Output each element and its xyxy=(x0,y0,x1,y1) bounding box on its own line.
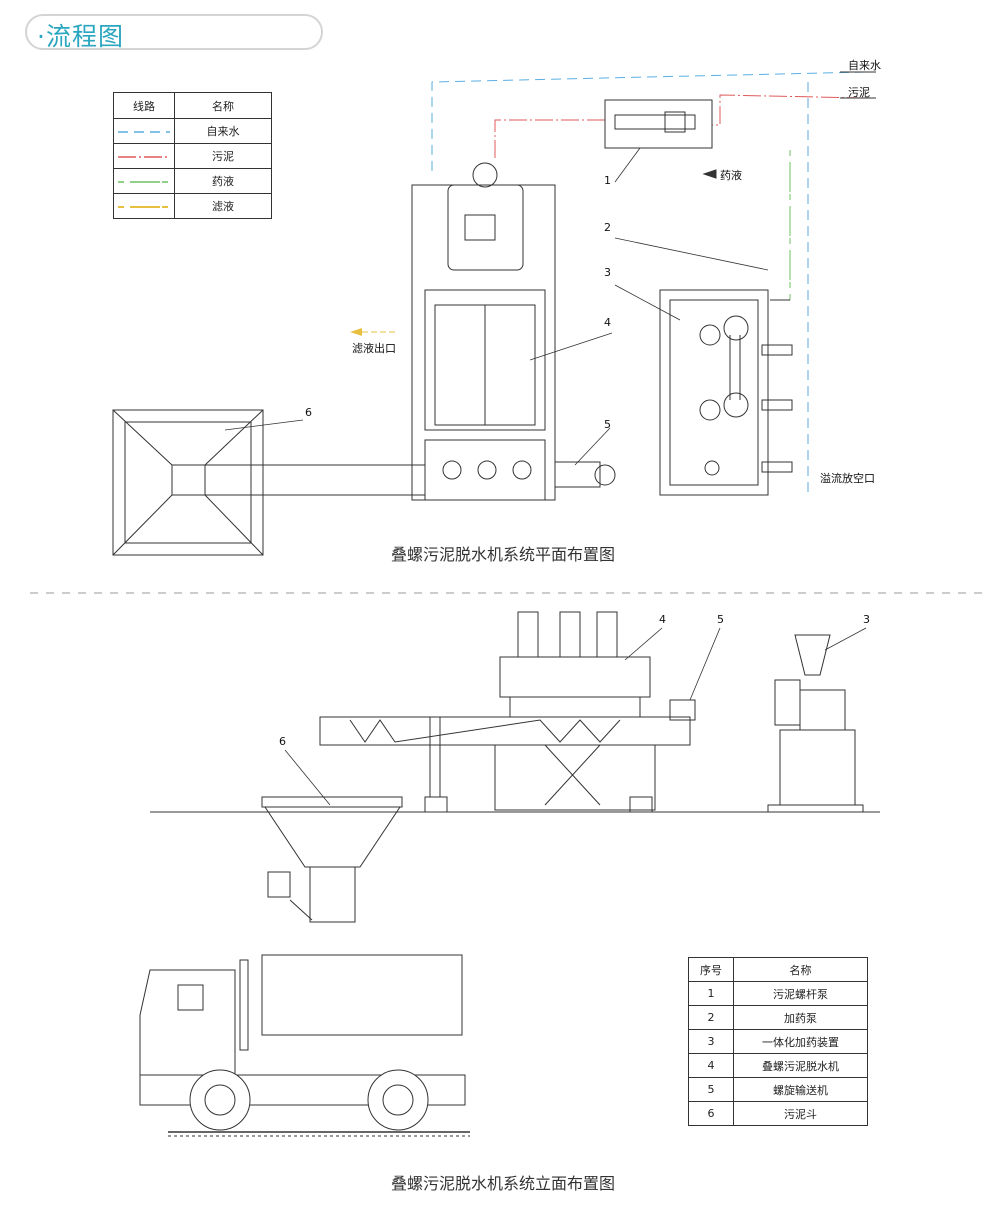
section-title-pill: ·流程图 xyxy=(25,14,323,51)
plan-caption: 叠螺污泥脱水机系统平面布置图 xyxy=(390,545,615,564)
sludge-pipe xyxy=(494,94,866,160)
tap-water-pipe xyxy=(431,71,866,495)
chemical-pipe xyxy=(770,150,791,301)
truck-drawing xyxy=(139,954,470,1137)
elev-callout-4: 4 xyxy=(659,613,666,626)
callout-5: 5 xyxy=(604,418,611,431)
label-overflow-outlet: 溢流放空口 xyxy=(820,472,875,485)
elev-callout-5: 5 xyxy=(717,613,724,626)
callout-4: 4 xyxy=(604,316,611,329)
legend-row: 药液 xyxy=(113,168,272,194)
dewatering-machine-elevation xyxy=(494,611,656,811)
dewatering-machine-plan xyxy=(411,162,616,501)
label-sludge: 污泥 xyxy=(848,86,870,99)
callout-1: 1 xyxy=(604,174,611,187)
elevation-caption: 叠螺污泥脱水机系统立面布置图 xyxy=(390,1174,615,1193)
callout-2: 2 xyxy=(604,221,611,234)
dosing-device-elevation xyxy=(767,634,864,813)
sludge-hopper-elevation xyxy=(261,796,403,923)
legend-row: 滤液 xyxy=(113,193,272,219)
callout-leaders-elevation xyxy=(284,627,867,806)
section-title: ·流程图 xyxy=(37,22,124,51)
callout-leaders-plan xyxy=(224,147,769,466)
flow-arrows xyxy=(350,71,876,336)
legend-row: 自来水 xyxy=(113,118,272,144)
label-tap-water: 自来水 xyxy=(848,59,881,72)
label-chemical: 药液 xyxy=(720,169,742,182)
elev-callout-3: 3 xyxy=(863,613,870,626)
sludge-pump-plan xyxy=(604,99,713,149)
callout-6: 6 xyxy=(305,406,312,419)
dosing-device-plan xyxy=(659,289,793,496)
screw-conveyor-elevation xyxy=(319,699,696,813)
legend-table: 线路名称 自来水 污泥 药液 滤液 xyxy=(113,92,272,219)
callout-3: 3 xyxy=(604,266,611,279)
label-filtrate-outlet: 滤液出口 xyxy=(352,342,396,355)
elev-callout-6: 6 xyxy=(279,735,286,748)
hopper-plan xyxy=(112,409,426,556)
